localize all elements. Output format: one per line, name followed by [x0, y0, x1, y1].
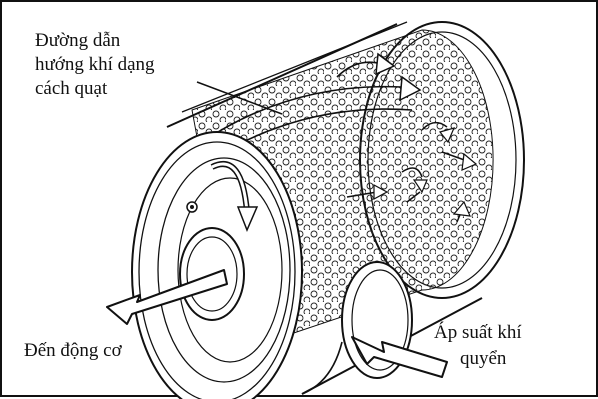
label-air-duct-line-1: Đường dẫn — [35, 30, 155, 52]
label-atm-pressure: Áp suất khí quyển — [434, 322, 522, 370]
label-air-duct-line-3: cách quạt — [35, 78, 155, 100]
label-atm-pressure-line-1: Áp suất khí — [434, 322, 522, 344]
label-atm-pressure-line-2: quyển — [434, 348, 522, 370]
label-to-engine: Đến động cơ — [24, 340, 122, 362]
label-air-duct-line-2: hướng khí dạng — [35, 54, 155, 76]
label-air-duct: Đường dẫn hướng khí dạng cách quạt — [35, 30, 155, 100]
